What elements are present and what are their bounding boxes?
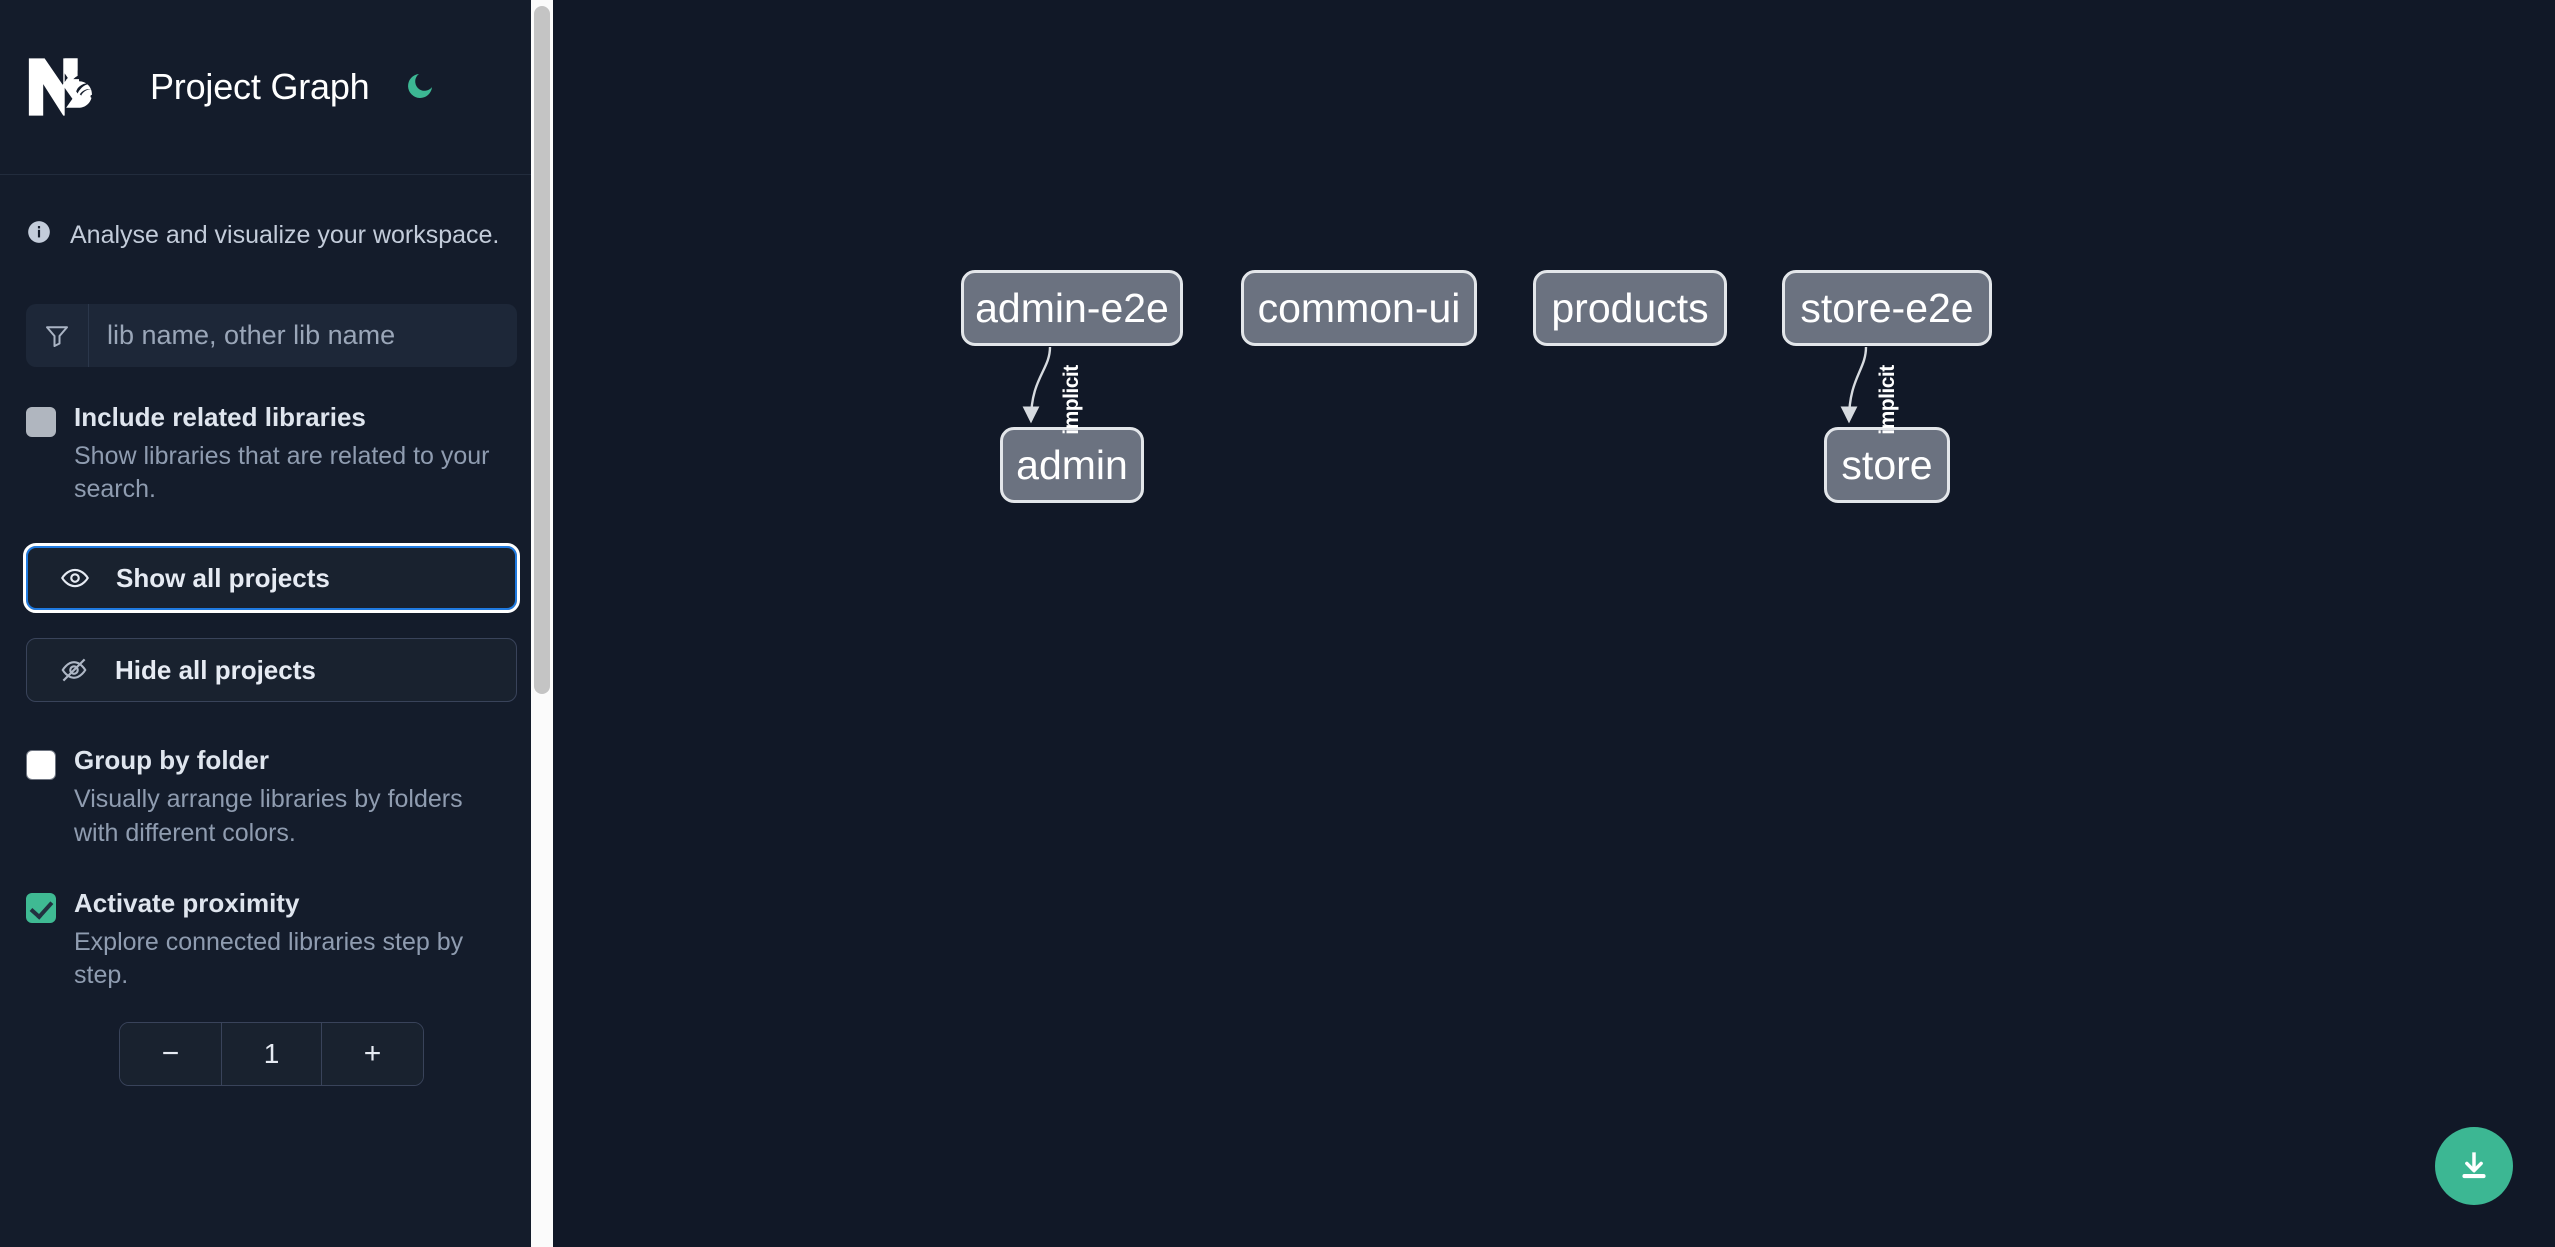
option-activate-proximity[interactable]: Activate proximity Explore connected lib… [0,850,553,992]
download-icon [2455,1146,2493,1187]
proximity-decrement-button[interactable]: − [120,1023,221,1086]
proximity-value: 1 [221,1023,322,1086]
proximity-increment-button[interactable]: + [322,1023,423,1086]
edge-label-admin-e2e-to-admin: implicit [1059,365,1083,435]
graph-node-products[interactable]: products [1533,270,1727,346]
sidebar-scrollbar-track[interactable] [531,0,553,1247]
moon-icon [404,70,436,105]
download-graph-button[interactable] [2435,1127,2513,1205]
group-by-folder-checkbox[interactable] [26,750,56,781]
show-all-projects-button[interactable]: Show all projects [23,543,520,614]
include-related-libraries-description: Show libraries that are related to your … [74,441,490,504]
proximity-stepper-wrap: − 1 + [0,992,553,1087]
group-by-folder-description: Visually arrange libraries by folders wi… [74,785,463,847]
graph-node-store-e2e[interactable]: store-e2e [1782,270,1992,346]
tagline-text: Analyse and visualize your workspace. [70,221,500,249]
tagline: Analyse and visualize your workspace. [0,175,553,252]
sidebar-scrollbar-thumb[interactable] [534,6,550,694]
search-box[interactable] [26,304,517,367]
eye-icon [60,563,90,593]
sidebar-body: Analyse and visualize your workspace. In… [0,175,553,1087]
search-input[interactable] [89,304,517,367]
hide-all-projects-button[interactable]: Hide all projects [26,638,517,703]
graph-node-common-ui[interactable]: common-ui [1241,270,1477,346]
sidebar: Project Graph Analyse and v [0,0,553,1247]
app-title: Project Graph [150,66,370,107]
graph-node-admin-e2e[interactable]: admin-e2e [961,270,1183,346]
search-section [0,252,553,367]
group-by-folder-label: Group by folder [74,745,269,776]
graph-node-admin[interactable]: admin [1000,427,1144,503]
edge-label-store-e2e-to-store: implicit [1875,365,1899,435]
include-related-libraries-checkbox[interactable] [26,407,56,437]
edge-admin-e2e-to-admin [1022,346,1052,424]
sidebar-header: Project Graph [0,0,553,175]
graph-edges [1022,346,1868,424]
activate-proximity-checkbox[interactable] [26,892,56,923]
graph-canvas[interactable]: admin-e2e common-ui products store-e2e admin… [553,0,2555,1247]
activate-proximity-label: Activate proximity [74,887,300,918]
theme-toggle-button[interactable] [398,65,442,109]
show-all-projects-label: Show all projects [116,562,330,593]
visibility-buttons: Show all projects Hide all projects [0,506,553,703]
option-group-by-folder[interactable]: Group by folder Visually arrange librari… [0,702,553,849]
activate-proximity-description: Explore connected libraries step by step… [74,927,464,989]
include-related-libraries-label: Include related libraries [74,402,366,432]
eye-off-icon [59,655,89,685]
option-include-related-libraries[interactable]: Include related libraries Show libraries… [0,367,553,506]
edge-store-e2e-to-store [1840,346,1868,424]
proximity-stepper: − 1 + [119,1022,424,1087]
filter-funnel-icon [26,304,89,367]
hide-all-projects-label: Hide all projects [115,654,316,685]
nx-logo-icon [26,52,112,122]
info-circle-icon [26,219,52,252]
graph-node-store[interactable]: store [1824,427,1950,503]
